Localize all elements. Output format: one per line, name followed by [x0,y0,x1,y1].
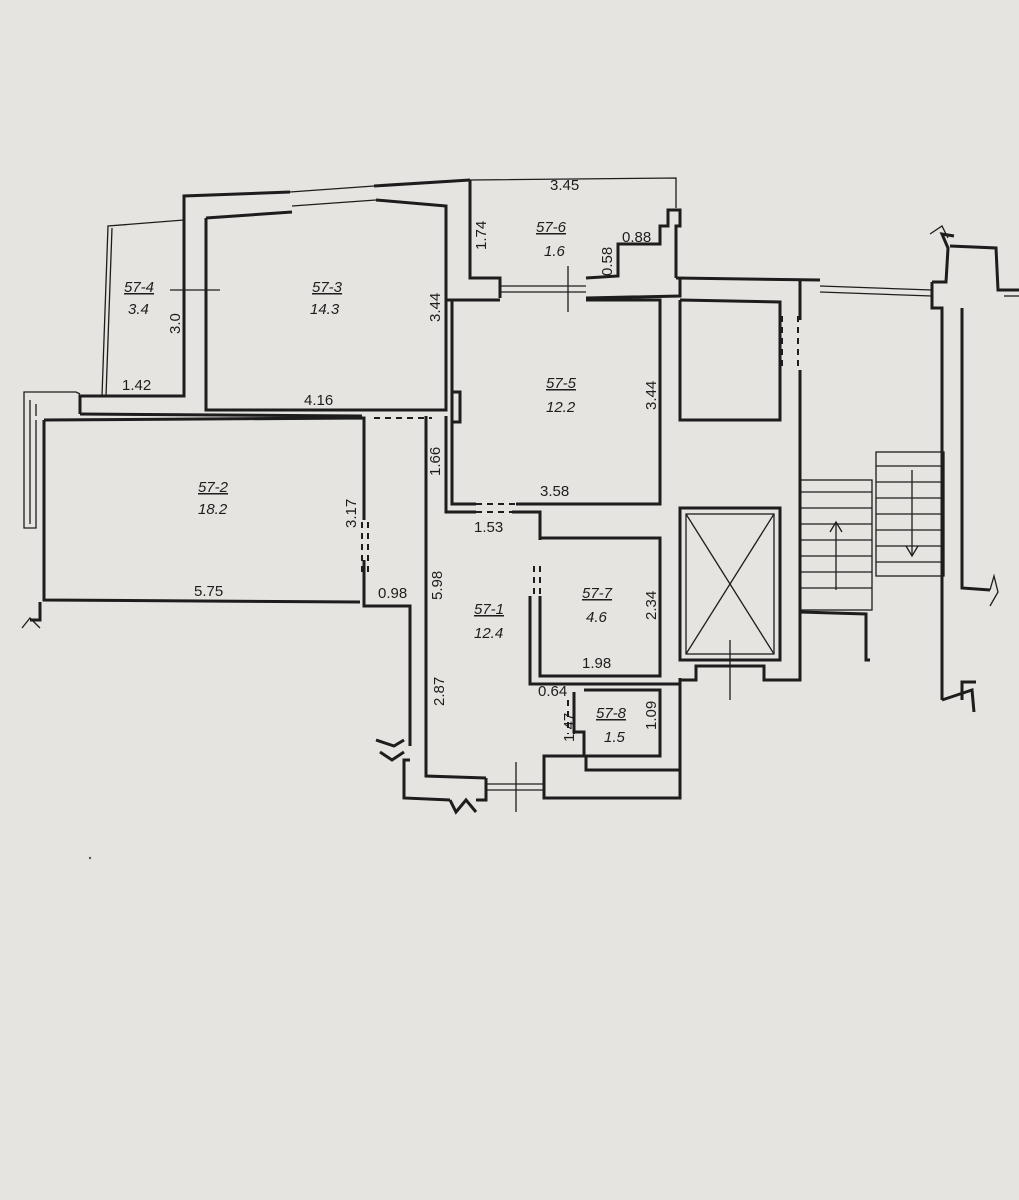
dim-2-87: 2.87 [431,677,448,706]
speck [88,856,92,860]
room-id-57-6: 57-6 [536,219,567,236]
room-id-57-7: 57-7 [582,585,613,602]
dim-0-58: 0.58 [599,247,616,276]
dim-3-17: 3.17 [343,499,360,528]
door-openings [361,316,799,812]
dim-3-45: 3.45 [550,177,579,194]
dim-1-47: 1.47 [561,713,578,742]
dimension-labels: 3.45 1.74 0.58 0.88 3.0 1.42 3.44 4.16 3… [122,177,660,742]
room-id-57-1: 57-1 [474,601,504,618]
dim-0-88: 0.88 [622,229,651,246]
room-area-57-7: 4.6 [586,609,608,626]
dim-1-66: 1.66 [427,447,444,476]
staircase [799,451,945,611]
room-id-57-5: 57-5 [546,375,577,392]
room-labels: 57-4 3.4 57-3 14.3 57-6 1.6 57-5 12.2 57… [124,219,627,746]
room-id-57-4: 57-4 [124,279,154,296]
dim-0-98: 0.98 [378,585,407,602]
dim-5-75: 5.75 [194,583,223,600]
room-id-57-3: 57-3 [312,279,343,296]
dim-3-44-r3: 3.44 [427,293,444,322]
walls [21,177,1019,815]
room-id-57-2: 57-2 [198,479,229,496]
room-area-57-5: 12.2 [546,399,576,416]
dim-5-98: 5.98 [429,571,446,600]
dim-1-53: 1.53 [474,519,503,536]
dim-0-64: 0.64 [538,683,567,700]
room-area-57-4: 3.4 [128,301,149,318]
room-id-57-8: 57-8 [596,705,627,722]
dim-3-44-r5: 3.44 [643,381,660,410]
dim-4-16: 4.16 [304,392,333,409]
dim-3-58: 3.58 [540,483,569,500]
room-area-57-6: 1.6 [544,243,566,260]
dim-3-0: 3.0 [167,313,184,334]
room-area-57-1: 12.4 [474,625,503,642]
dim-1-74: 1.74 [473,221,490,250]
dim-1-09: 1.09 [643,701,660,730]
room-area-57-3: 14.3 [310,301,340,318]
room-area-57-8: 1.5 [604,729,626,746]
room-area-57-2: 18.2 [198,501,228,518]
dim-2-34: 2.34 [643,591,660,620]
dim-1-98: 1.98 [582,655,611,672]
dim-1-42: 1.42 [122,377,151,394]
